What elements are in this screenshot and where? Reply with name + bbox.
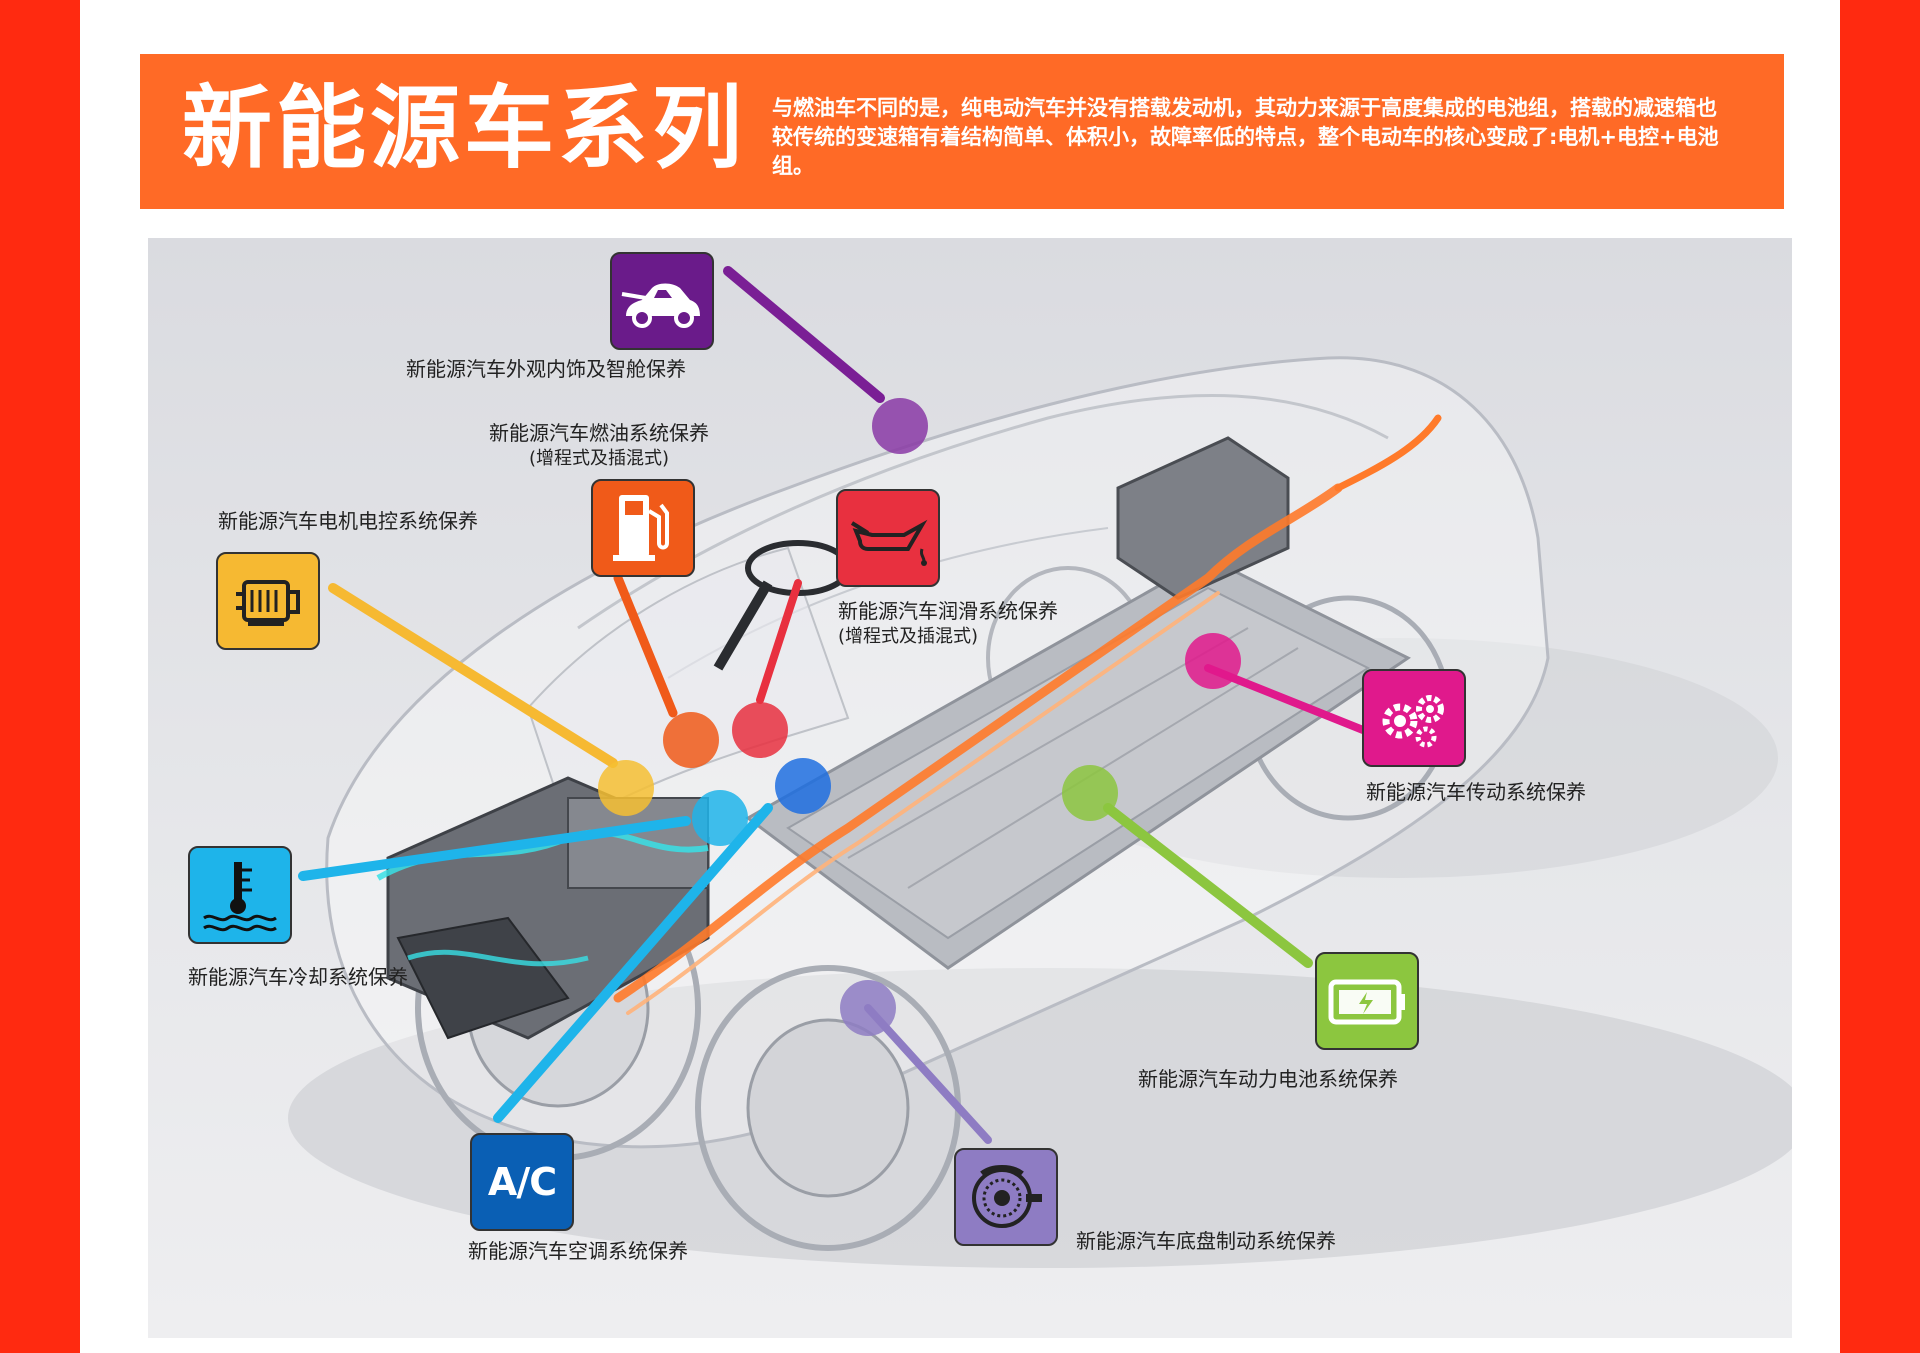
- battery-icon-box[interactable]: [1315, 952, 1419, 1050]
- fuel-icon-box[interactable]: [591, 479, 695, 577]
- battery-icon: [1328, 979, 1405, 1025]
- lubrication-sublabel: (增程式及插混式): [838, 626, 979, 647]
- fuel-pump-icon: [613, 495, 669, 561]
- oil-can-icon: [850, 519, 928, 566]
- brake-label: 新能源汽车底盘制动系统保养: [1076, 1229, 1336, 1253]
- fuel-leader-line: [613, 573, 678, 718]
- transmission-hotspot[interactable]: [1185, 633, 1241, 689]
- brake-disc-icon: [972, 1165, 1042, 1228]
- ac-icon-box[interactable]: A/C: [470, 1133, 574, 1231]
- cooling-label: 新能源汽车冷却系统保养: [188, 965, 408, 989]
- battery-hotspot[interactable]: [1062, 765, 1118, 821]
- left-red-border: [0, 0, 80, 1353]
- exterior-label: 新能源汽车外观内饰及智舱保养: [406, 357, 686, 381]
- ac-label: 新能源汽车空调系统保养: [468, 1239, 688, 1263]
- motor-icon-box[interactable]: [216, 552, 320, 650]
- car-icon: [621, 283, 700, 328]
- cooling-hotspot[interactable]: [692, 790, 748, 846]
- cooling-leader-line: [298, 816, 691, 881]
- exterior-leader-line: [723, 266, 885, 403]
- motor-label: 新能源汽车电机电控系统保养: [218, 509, 478, 533]
- ac-hotspot[interactable]: [775, 758, 831, 814]
- gears-icon: [1382, 695, 1444, 748]
- ac-icon: A/C: [487, 1160, 557, 1204]
- diagram-stage: 新能源汽车外观内饰及智舱保养 新能源汽车燃油系统保养 (增程式及插混式) 新能源…: [148, 238, 1792, 1338]
- lubrication-icon-box[interactable]: [836, 489, 940, 587]
- fuel-hotspot[interactable]: [663, 712, 719, 768]
- motor-leader-line: [328, 583, 618, 768]
- right-red-border: [1840, 0, 1920, 1353]
- lubrication-label: 新能源汽车润滑系统保养: [838, 599, 1058, 623]
- page-title: 新能源车系列: [182, 76, 746, 181]
- coolant-temperature-icon: [203, 862, 277, 932]
- ac-leader-line: [493, 803, 773, 1123]
- cooling-icon-box[interactable]: [188, 846, 292, 944]
- car-illustration: [288, 356, 1792, 1268]
- transmission-label: 新能源汽车传动系统保养: [1366, 780, 1586, 804]
- lubrication-leader-line: [756, 579, 802, 704]
- brake-icon-box[interactable]: [954, 1148, 1058, 1246]
- exterior-icon-box[interactable]: [610, 252, 714, 350]
- header-banner: 新能源车系列 与燃油车不同的是，纯电动汽车并没有搭载发动机，其动力来源于高度集成…: [140, 54, 1784, 209]
- fuel-label: 新能源汽车燃油系统保养: [489, 421, 709, 445]
- battery-leader-line: [1103, 803, 1313, 968]
- transmission-icon-box[interactable]: [1362, 669, 1466, 767]
- brake-leader-line: [864, 1004, 992, 1144]
- header-description: 与燃油车不同的是，纯电动汽车并没有搭载发动机，其动力来源于高度集成的电池组，搭载…: [772, 96, 1719, 178]
- battery-label: 新能源汽车动力电池系统保养: [1138, 1067, 1398, 1091]
- lubrication-hotspot[interactable]: [732, 702, 788, 758]
- exterior-hotspot[interactable]: [872, 398, 928, 454]
- brake-hotspot[interactable]: [840, 980, 896, 1036]
- fuel-sublabel: (增程式及插混式): [528, 448, 670, 469]
- callout-lines: [298, 266, 1367, 1144]
- motor-icon: [236, 580, 300, 626]
- motor-hotspot[interactable]: [598, 760, 654, 816]
